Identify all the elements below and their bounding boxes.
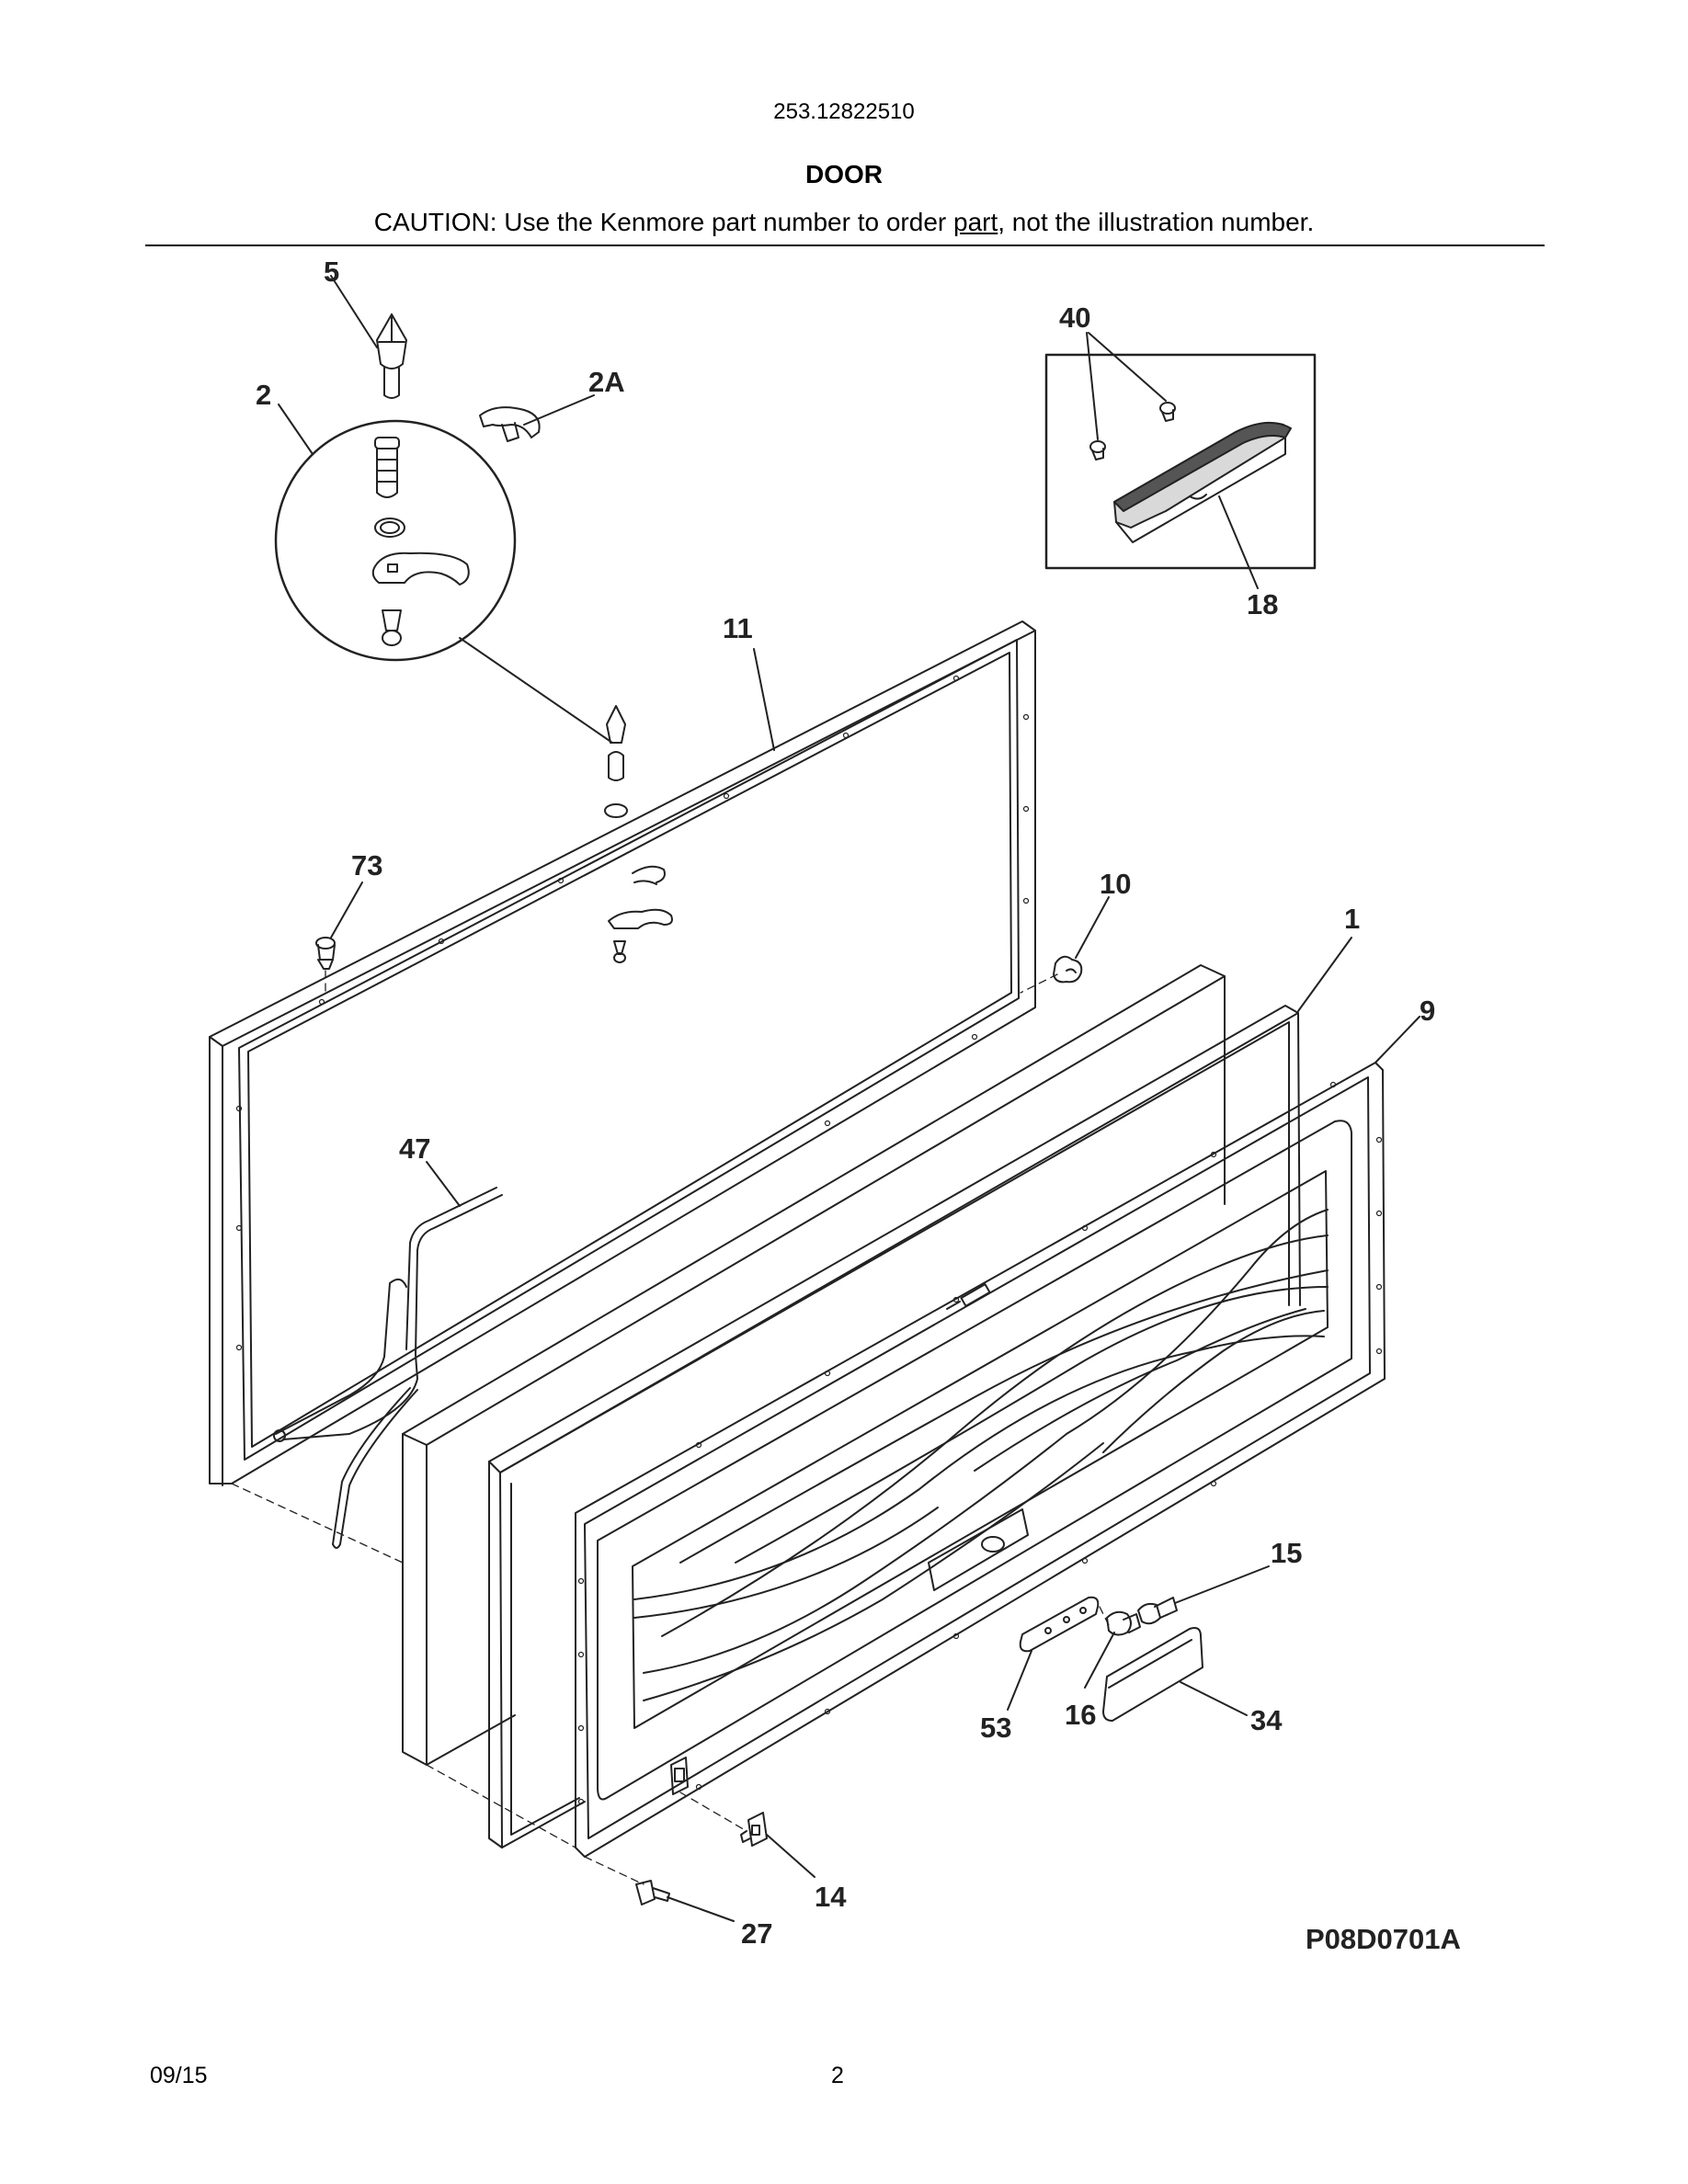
part-15-latch-pin <box>1137 1597 1178 1625</box>
callout-1: 1 <box>1344 903 1360 935</box>
part-53-latch-plate <box>1019 1596 1100 1653</box>
leader-10 <box>1075 896 1110 959</box>
handle-inset-box <box>1044 353 1317 570</box>
callout-40: 40 <box>1059 301 1090 334</box>
callout-18: 18 <box>1247 588 1278 620</box>
leader-11 <box>753 648 775 751</box>
leader-9 <box>1374 1016 1420 1064</box>
leader-34 <box>1180 1681 1248 1716</box>
part-9-inner-liner <box>575 1062 1386 1858</box>
callout-16: 16 <box>1065 1699 1096 1731</box>
leader-detail-to-door <box>459 637 613 744</box>
part-2a-clip <box>479 406 541 442</box>
part-10-plug <box>1053 955 1083 984</box>
leader-1 <box>1297 937 1352 1012</box>
callout-9: 9 <box>1420 995 1435 1027</box>
footer-date: 09/15 <box>150 2063 208 2088</box>
callout-2: 2 <box>256 379 271 411</box>
callout-11: 11 <box>723 612 753 644</box>
leader-2 <box>278 404 314 455</box>
callout-10: 10 <box>1100 868 1131 900</box>
leader-53 <box>1007 1650 1032 1711</box>
part-27-push-pin <box>635 1880 670 1905</box>
leader-16 <box>1084 1632 1115 1689</box>
footer-page-number: 2 <box>831 2063 844 2088</box>
part-14-switch <box>740 1812 768 1847</box>
leader-27 <box>667 1896 735 1922</box>
part-34-latch-cover <box>1102 1627 1203 1722</box>
caution-text: CAUTION: Use the Kenmore part number to … <box>0 208 1688 237</box>
leader-14 <box>766 1834 815 1878</box>
callout-14: 14 <box>815 1881 847 1913</box>
part-16-knob <box>1106 1610 1141 1636</box>
part-73-screw <box>315 937 336 970</box>
caution-suffix: , not the illustration number. <box>998 208 1315 236</box>
callout-53: 53 <box>980 1712 1011 1744</box>
leader-18 <box>1218 495 1259 589</box>
callout-73: 73 <box>351 849 382 882</box>
leader-2a <box>523 394 595 426</box>
leader-40b <box>1086 332 1099 440</box>
callout-15: 15 <box>1271 1537 1302 1569</box>
assembly-guide-lines <box>231 970 1110 1885</box>
model-number: 253.12822510 <box>773 99 915 124</box>
callout-47: 47 <box>399 1132 430 1165</box>
leader-5 <box>330 275 378 348</box>
part-5-hinge-cap <box>376 313 407 399</box>
part-47-heater-wire <box>273 1187 503 1549</box>
header-rule <box>145 245 1545 246</box>
callout-27: 27 <box>741 1917 772 1950</box>
insulation-block <box>402 964 1226 1766</box>
callout-5: 5 <box>324 256 339 288</box>
figure-code: P08D0701A <box>1306 1923 1461 1955</box>
leader-73 <box>330 882 363 938</box>
part-11-outer-door-panel <box>209 620 1036 1486</box>
caution-link: part <box>953 208 998 236</box>
leader-40a <box>1088 332 1167 402</box>
leader-47 <box>426 1161 461 1207</box>
part-1-gasket <box>488 1005 1301 1848</box>
leader-15 <box>1174 1565 1270 1604</box>
callout-34: 34 <box>1250 1704 1283 1736</box>
page-title: DOOR <box>805 160 883 188</box>
caution-prefix: CAUTION: Use the Kenmore part number to … <box>373 208 953 236</box>
hinge-detail-circle <box>274 419 517 662</box>
callout-2a: 2A <box>588 366 625 398</box>
